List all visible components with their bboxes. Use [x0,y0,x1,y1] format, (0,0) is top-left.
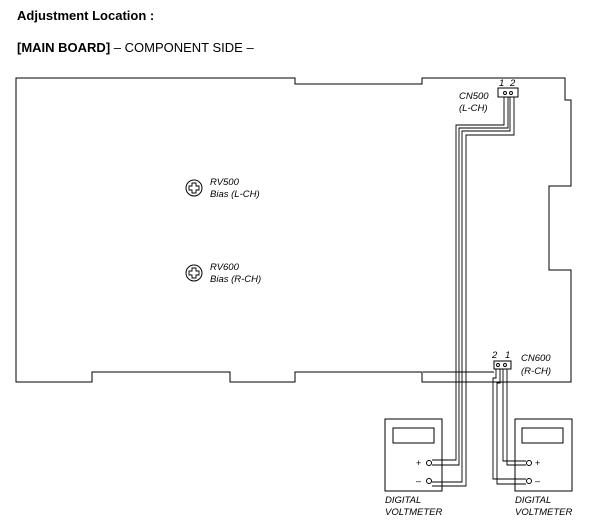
right-voltmeter-minus-terminal [526,478,532,484]
left-voltmeter-display [392,427,435,444]
rv500-trimmer-icon [185,179,203,197]
rv500-description: Bias (L-CH) [210,189,260,200]
right-voltmeter-minus: – [535,476,540,486]
cn500-connector [497,87,519,98]
main-board-outline [15,77,572,383]
page-title: Adjustment Location : [17,8,155,23]
right-voltmeter-plus: + [535,458,540,468]
cn500-pin2-label: 2 [509,78,516,89]
right-voltmeter-plus-terminal [526,460,532,466]
rv600-trimmer-icon [185,264,203,282]
left-voltmeter-plus-terminal [426,460,432,466]
left-voltmeter-label-line1: DIGITAL [385,495,421,506]
cn500-channel: (L-CH) [459,103,488,114]
board-side: – COMPONENT SIDE – [113,40,254,55]
rv600-description: Bias (R-CH) [210,274,261,285]
cn600-channel: (R-CH) [521,366,551,377]
cn500-label: CN500 [459,91,489,102]
left-voltmeter-label-line2: VOLTMETER [385,507,442,518]
cn600-pin1-dot [503,363,507,367]
cn600-pin2-label: 2 [491,350,498,361]
left-voltmeter-minus: – [416,476,421,486]
right-voltmeter-display [521,427,564,444]
left-voltmeter-plus: + [416,458,421,468]
page-subtitle: [MAIN BOARD] – COMPONENT SIDE – [17,40,254,55]
right-voltmeter-label-line1: DIGITAL [515,495,551,506]
right-voltmeter-label-line2: VOLTMETER [515,507,572,518]
cn600-pin2-dot [496,363,500,367]
rv500-label: RV500 [210,177,240,188]
cn500-pin1-dot [503,91,507,95]
cn600-connector [493,360,512,370]
cn500-pin2-dot [509,91,513,95]
cn600-label: CN600 [521,353,551,364]
cn600-pin1-label: 1 [505,350,510,361]
cn500-pin1-label: 1 [499,78,504,89]
rv600-label: RV600 [210,262,240,273]
board-name: [MAIN BOARD] [17,40,111,55]
cn600-lead-wires [492,369,526,485]
cn500-lead-wires [432,97,515,487]
left-voltmeter-minus-terminal [426,478,432,484]
